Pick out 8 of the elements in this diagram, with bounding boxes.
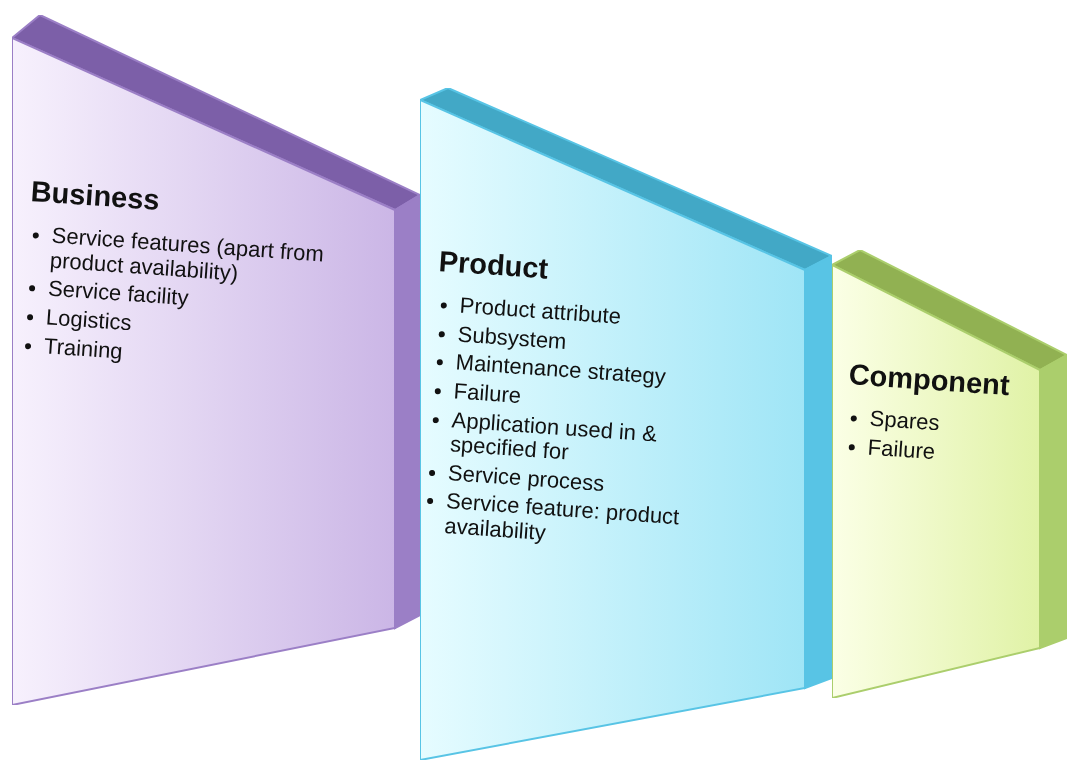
bullet-text: Spares	[869, 405, 941, 436]
bullet-text: Application used in & specified for	[449, 406, 658, 465]
bullet-text: Subsystem	[457, 321, 568, 354]
panel-heading: Component	[847, 358, 1011, 403]
panel-heading: Business	[29, 175, 161, 217]
panel-heading: Product	[437, 245, 550, 286]
bullet-text: Failure	[453, 378, 522, 408]
bullet-text: Failure	[867, 434, 936, 464]
